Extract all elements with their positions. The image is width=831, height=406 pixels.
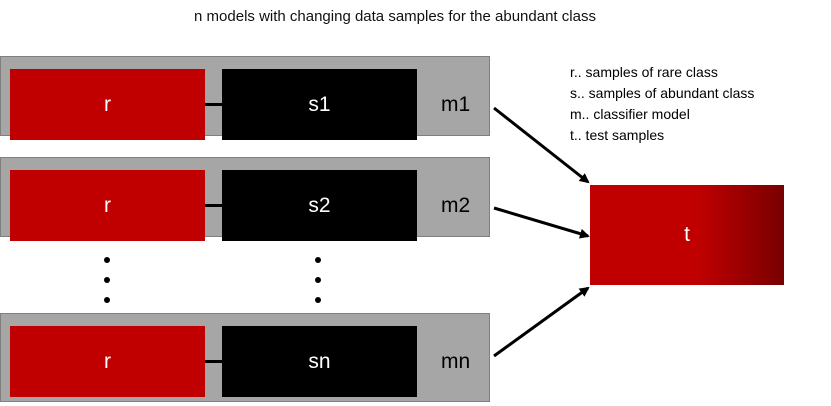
model-row-2: r s2 m2: [0, 157, 490, 241]
model-label: m2: [441, 193, 471, 217]
sample-connector: [205, 103, 222, 106]
model-row-1: r s1 m1: [0, 56, 490, 140]
model-row-n: r sn mn: [0, 313, 490, 402]
abundant-sample-label: s2: [308, 193, 331, 217]
arrow-m2-to-test: [493, 206, 590, 239]
abundant-sample-box: s2: [222, 170, 417, 241]
legend-item-abundant: s.. samples of abundant class: [570, 85, 755, 101]
ellipsis-dot: [315, 297, 321, 303]
rare-sample-label: r: [104, 349, 111, 373]
ellipsis-dot: [315, 277, 321, 283]
ellipsis-dot: [104, 277, 110, 283]
legend-item-test: t.. test samples: [570, 127, 665, 143]
test-samples-label: t: [684, 223, 690, 246]
diagram-title: n models with changing data samples for …: [194, 8, 596, 25]
ellipsis-dot: [104, 297, 110, 303]
rare-sample-label: r: [104, 193, 111, 217]
ellipsis-dot: [315, 257, 321, 263]
rare-sample-box: r: [10, 69, 205, 140]
abundant-sample-box: s1: [222, 69, 417, 140]
model-label: mn: [441, 349, 471, 373]
legend-item-rare: r.. samples of rare class: [570, 64, 718, 80]
ellipsis-dot: [104, 257, 110, 263]
legend-item-model: m.. classifier model: [570, 106, 690, 122]
abundant-sample-label: sn: [308, 349, 331, 373]
sample-connector: [205, 360, 222, 363]
rare-sample-box: r: [10, 170, 205, 241]
legend: r.. samples of rare class s.. samples of…: [570, 62, 754, 146]
abundant-sample-label: s1: [308, 92, 331, 116]
test-samples-box: t: [590, 185, 784, 285]
model-label: m1: [441, 92, 471, 116]
arrow-mn-to-test: [493, 286, 590, 358]
rare-sample-box: r: [10, 326, 205, 397]
sample-connector: [205, 204, 222, 207]
abundant-sample-box: sn: [222, 326, 417, 397]
rare-sample-label: r: [104, 92, 111, 116]
